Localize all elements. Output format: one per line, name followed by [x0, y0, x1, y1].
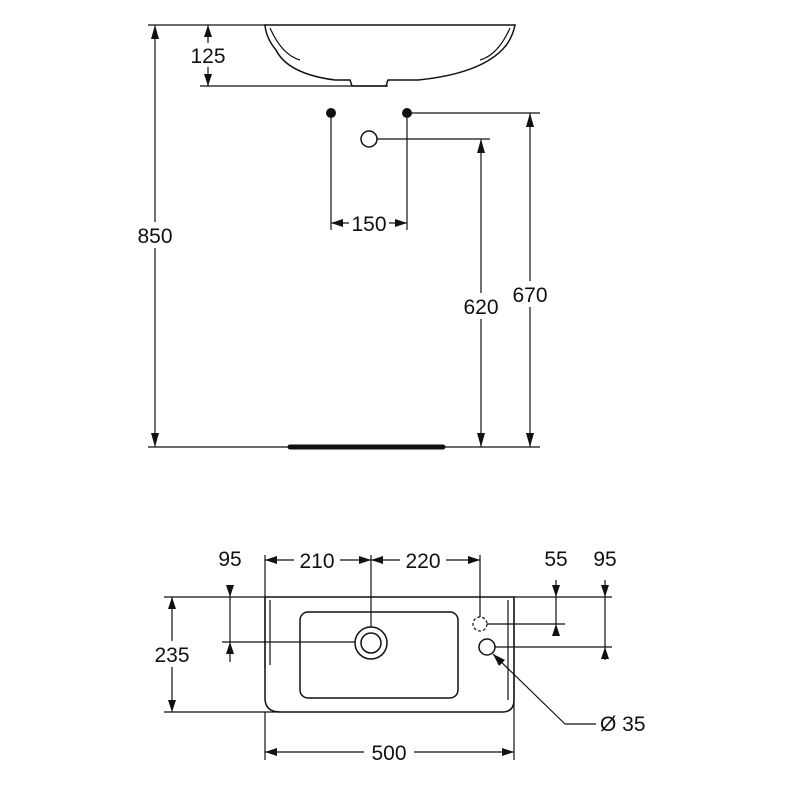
plan-view: 210 220 95 235 55 95 [148, 548, 646, 765]
dim-label-850: 850 [137, 225, 172, 248]
basin-inner-line [269, 27, 511, 61]
arrow-150-left [331, 219, 343, 227]
dim-label-670: 670 [512, 284, 547, 307]
dim-label-150: 150 [351, 213, 386, 236]
dim-label-235: 235 [154, 644, 189, 667]
waste-outlet-circle [360, 130, 378, 148]
arrow-125-bottom [204, 74, 212, 86]
arrow-620-bottom [477, 433, 485, 447]
arrow-670-bottom [526, 433, 534, 447]
tap-hole-circle [478, 638, 496, 656]
basin-side-profile [264, 24, 516, 87]
dim-label-500: 500 [371, 742, 406, 765]
arrow-850-bottom [151, 433, 159, 447]
arrow-125-top [204, 25, 212, 37]
side-view: 850 125 150 620 670 [132, 24, 554, 450]
basin-plan-rim [269, 600, 509, 700]
dim-label-220: 220 [405, 550, 440, 573]
dim-label-55: 55 [544, 548, 567, 571]
dim-label-125: 125 [190, 45, 225, 68]
dim-label-210: 210 [299, 550, 334, 573]
waste-inner-circle [360, 632, 382, 654]
arrow-620-top [477, 139, 485, 153]
basin-bowl-outline [299, 611, 459, 699]
supply-point-left [326, 108, 336, 118]
dim-label-95-left: 95 [218, 548, 241, 571]
overflow-hole-dashed [472, 616, 488, 632]
waste-outer-circle [354, 626, 388, 660]
basin-plan-wall [264, 597, 515, 700]
arrow-850-top [151, 25, 159, 39]
dim-label-95-right: 95 [593, 548, 616, 571]
arrow-670-top [526, 113, 534, 127]
leader-line-diameter [492, 653, 566, 725]
arrow-150-right [395, 219, 407, 227]
dim-label-diameter: Ø 35 [600, 713, 646, 736]
dim-label-620: 620 [463, 296, 498, 319]
